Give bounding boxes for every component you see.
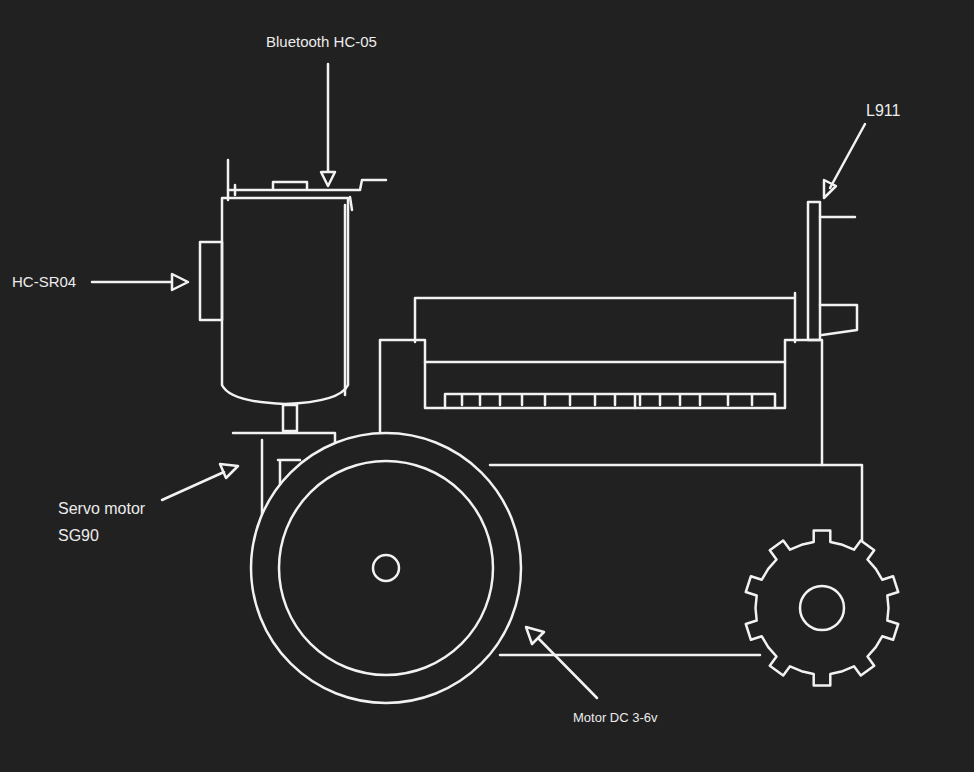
l911-pins	[820, 217, 857, 335]
part-label: Servo motor SG90	[58, 495, 170, 549]
wheel-rim	[279, 461, 493, 675]
leader-arrow	[92, 274, 188, 290]
sensor-post	[227, 160, 230, 200]
sensor-edge	[344, 205, 347, 395]
gear-hub	[800, 586, 844, 630]
caster-gear	[746, 531, 898, 686]
part-label: L911	[866, 101, 900, 121]
leader-arrow	[526, 627, 597, 698]
pin-row	[445, 394, 775, 408]
bluetooth-module	[228, 180, 386, 195]
leader-arrow	[162, 464, 238, 500]
sensor-detail	[350, 197, 352, 210]
part-label: Bluetooth HC-05	[266, 32, 377, 52]
battery-holder	[425, 362, 785, 408]
drive-wheel	[251, 433, 521, 703]
part-label: HC-SR04	[12, 272, 76, 292]
part-label: Motor DC 3-6v	[573, 709, 658, 727]
sensor-body	[222, 198, 348, 404]
board-top	[415, 293, 795, 342]
servo-shaft	[283, 405, 297, 431]
leader-arrows	[92, 64, 865, 698]
leader-arrow	[321, 64, 335, 186]
l911-board	[808, 202, 820, 340]
leader-arrow	[824, 124, 865, 198]
wheel-hub	[373, 555, 399, 581]
hc-sr04-module	[200, 242, 222, 320]
